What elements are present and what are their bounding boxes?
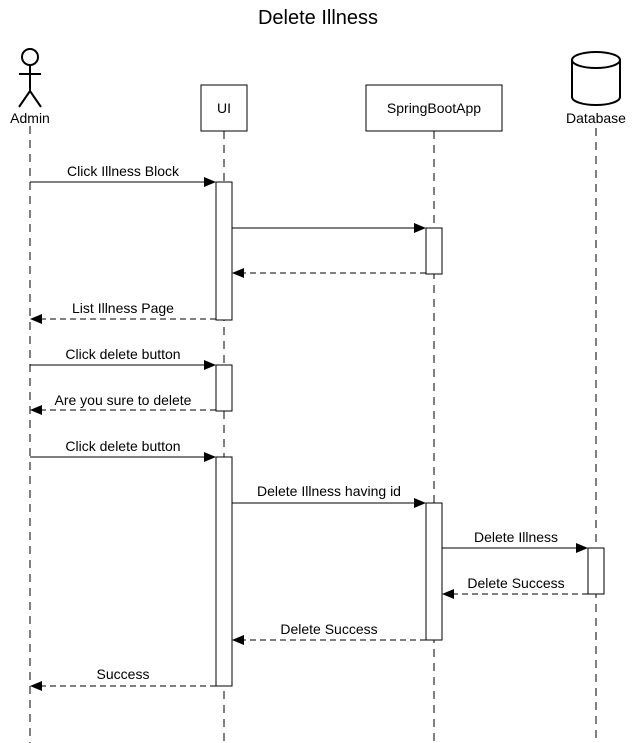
message-label: Click delete button bbox=[65, 346, 180, 362]
database-icon bbox=[571, 51, 621, 106]
diagram-title: Delete Illness bbox=[258, 7, 378, 29]
database-activation-bar bbox=[587, 547, 605, 595]
message-label: Delete Illness having id bbox=[257, 483, 401, 499]
springbootapp-activation-bar bbox=[425, 227, 443, 275]
ui-participant-box bbox=[200, 84, 248, 132]
admin-label: Admin bbox=[10, 110, 50, 126]
message-label: Delete Success bbox=[280, 621, 377, 637]
springbootapp-participant-box bbox=[365, 84, 503, 132]
springbootapp-label: SpringBootApp bbox=[387, 100, 481, 116]
database-label: Database bbox=[566, 110, 626, 126]
message-label: Success bbox=[97, 666, 150, 682]
ui-activation-bar bbox=[215, 364, 233, 412]
ui-activation-bar bbox=[215, 456, 233, 687]
message-label: Are you sure to delete bbox=[55, 392, 192, 408]
springbootapp-activation-bar bbox=[425, 502, 443, 641]
message-label: Click Illness Block bbox=[67, 163, 180, 179]
ui-label: UI bbox=[217, 100, 231, 116]
message-label: Click delete button bbox=[65, 438, 180, 454]
message-label: List Illness Page bbox=[72, 300, 174, 316]
ui-activation-bar bbox=[215, 181, 233, 321]
message-label: Delete Illness bbox=[474, 529, 558, 545]
message-label: Delete Success bbox=[467, 575, 564, 591]
admin-actor-icon bbox=[18, 48, 42, 108]
